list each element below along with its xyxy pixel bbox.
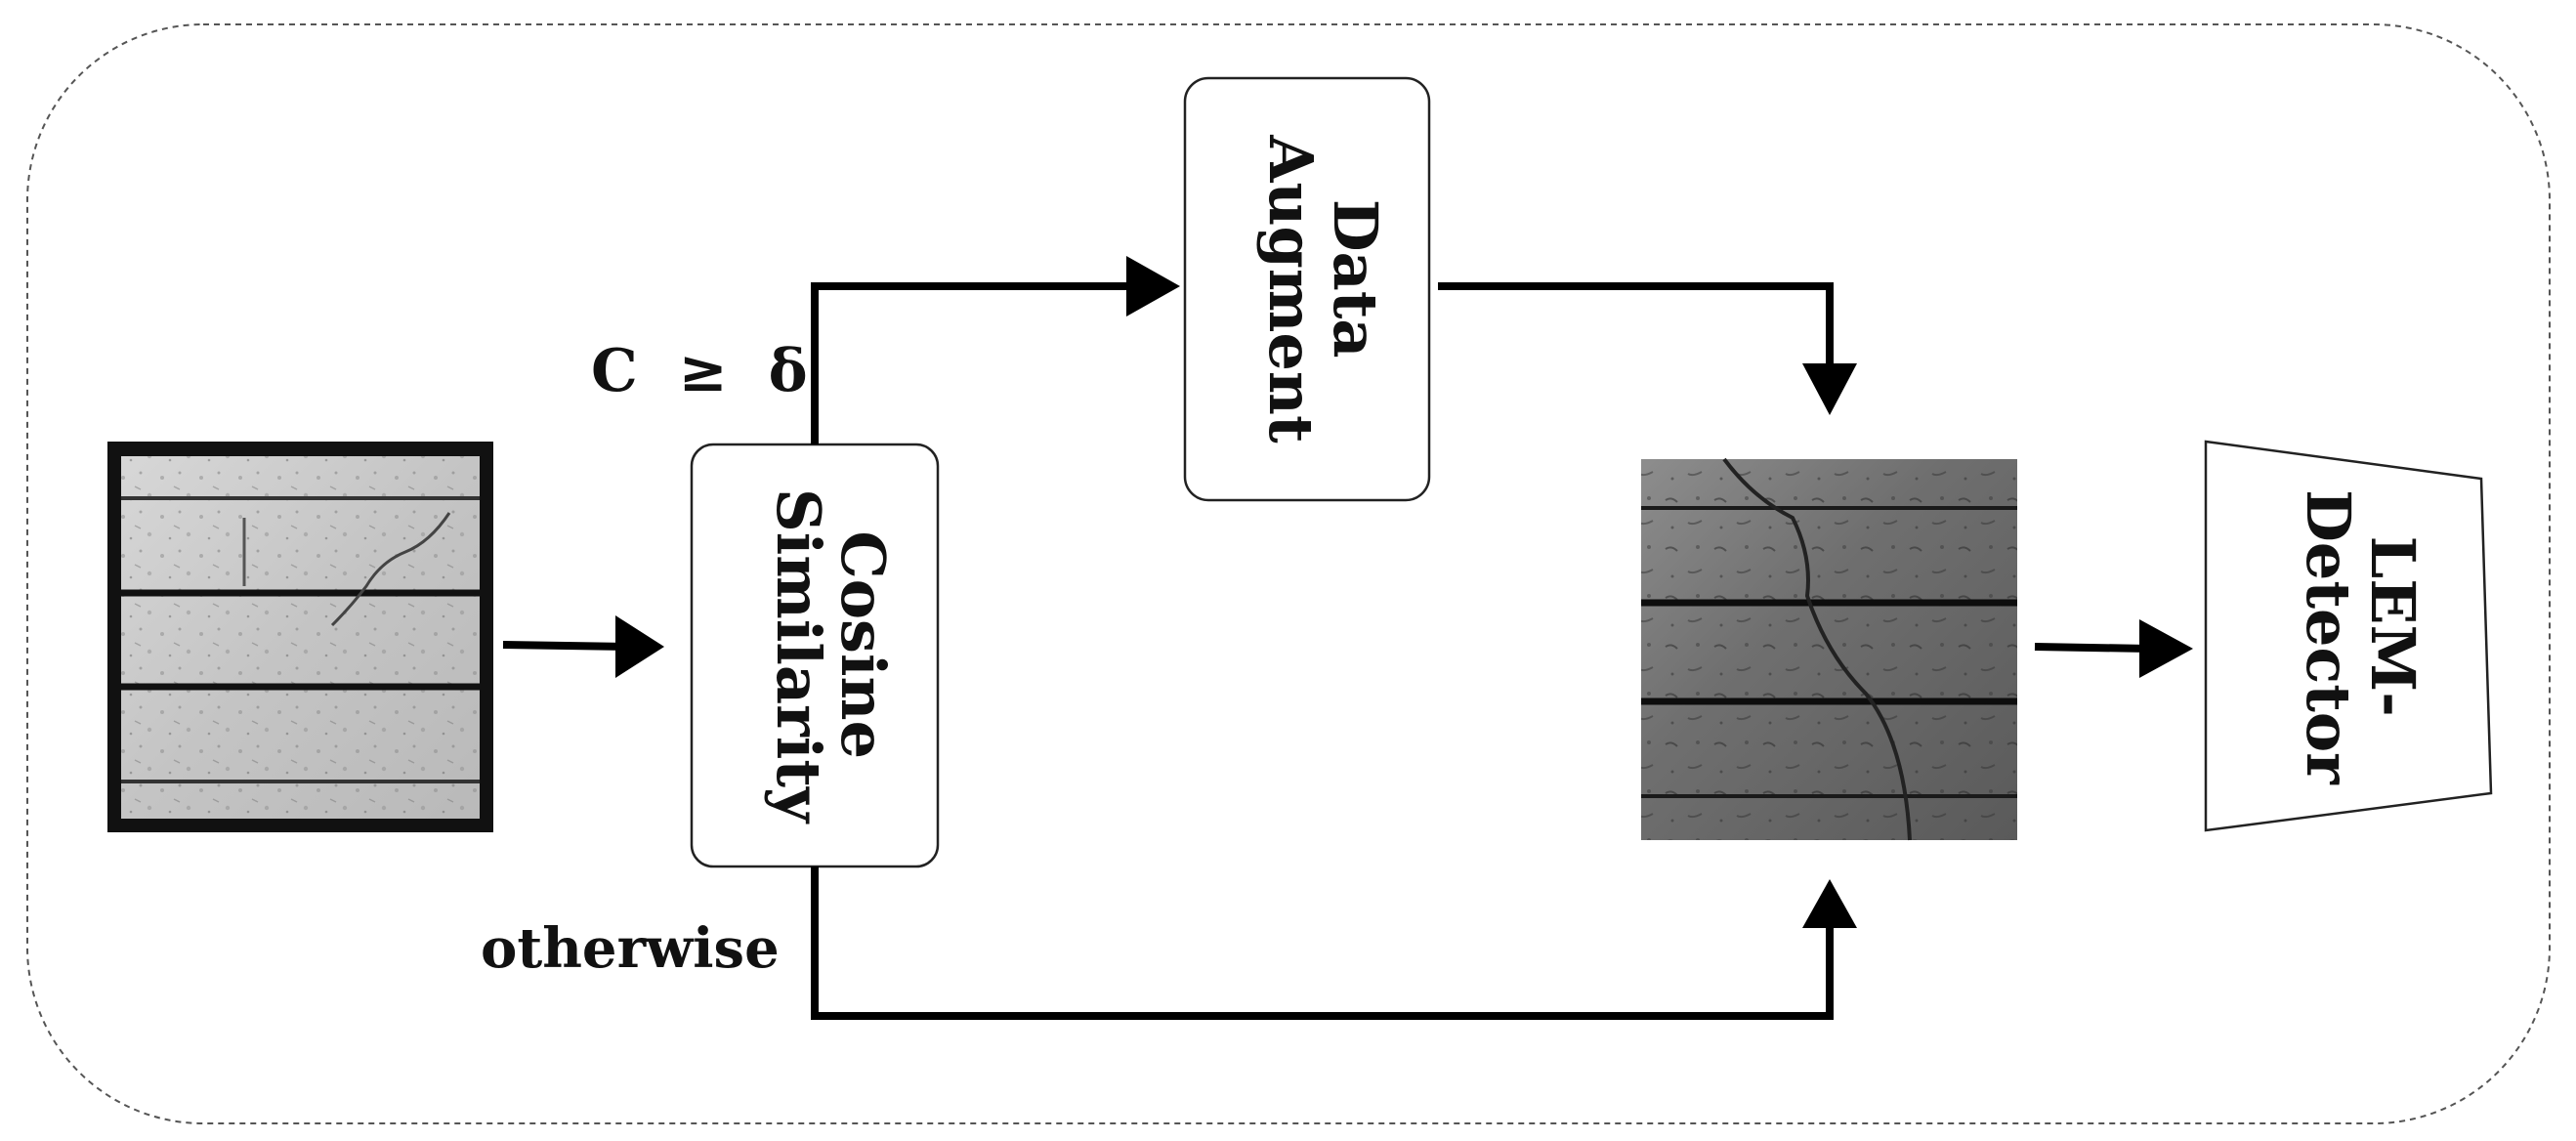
outer-frame: [26, 23, 2551, 1124]
cosine-label-line1: Cosine: [827, 530, 899, 759]
cosine-label-line2: Similarity: [763, 488, 834, 824]
arrowhead-down-to-output: [1802, 363, 1857, 415]
svg-text:LEM- Detector: LEM- Detector: [2293, 489, 2428, 785]
detector-block: LEM- Detector: [2204, 440, 2493, 832]
arrow-output-to-detector: [2034, 643, 2150, 653]
lower-condition-label: otherwise: [481, 916, 780, 981]
edge-lower-branch: [811, 866, 1834, 1020]
arrow-input-to-cosine: [502, 641, 629, 652]
svg-text:Data Augment: Data Augment: [1255, 134, 1391, 444]
data-augment-box: Data Augment: [1183, 76, 1431, 502]
cosine-similarity-box: Cosine Similarity: [690, 443, 940, 868]
arrowhead-to-augment: [1126, 256, 1180, 317]
detector-label-line1: LEM-: [2357, 536, 2428, 717]
arrowhead-up-to-output: [1802, 879, 1857, 928]
upper-condition-label: C ≥ δ: [591, 337, 808, 405]
svg-text:Cosine Similarity: Cosine Similarity: [763, 488, 899, 824]
edge-augment-to-output: [1438, 282, 1834, 371]
detector-label-line2: Detector: [2293, 489, 2364, 785]
augment-label-line1: Data: [1320, 199, 1391, 359]
edge-upper-branch: [811, 282, 1138, 444]
augment-label-line2: Augment: [1255, 134, 1327, 444]
augmented-solar-cell-image: [1641, 457, 2017, 841]
input-solar-cell-image: [107, 442, 493, 832]
